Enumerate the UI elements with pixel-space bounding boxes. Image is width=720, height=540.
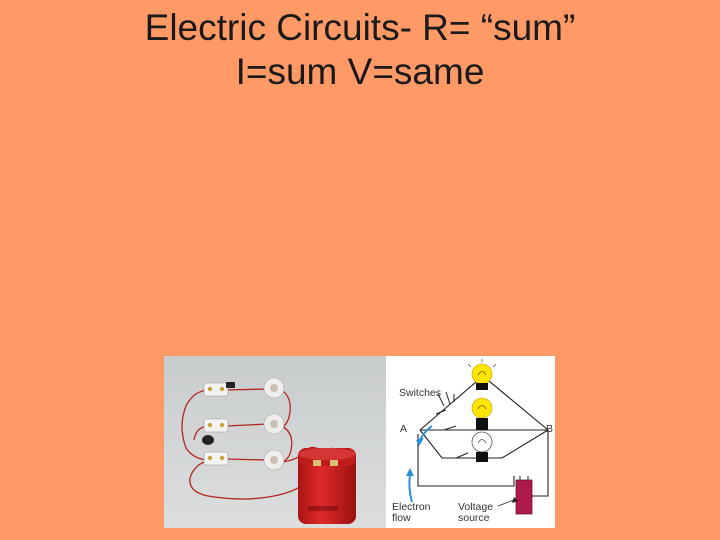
label-voltage-source-line2: source (458, 512, 490, 524)
circuit-photo (164, 356, 386, 528)
label-voltage-source-line1: Voltage (458, 501, 494, 513)
label-switches: Switches (399, 387, 442, 399)
schematic-bulb-bottom (471, 431, 493, 462)
photo-bulb-sockets (263, 377, 285, 471)
label-electron-flow-line2: flow (392, 512, 411, 524)
electron-arrowhead-a (416, 438, 424, 446)
photo-battery (298, 448, 356, 524)
title-line-2: I=sum V=same (235, 51, 485, 92)
circuit-schematic (406, 359, 549, 515)
circuit-figure: Switches A B Electron flow Voltage sourc… (164, 356, 555, 528)
label-electron-flow: Electron flow (392, 502, 431, 524)
title-line-1: Electric Circuits- R= “sum” (144, 7, 576, 48)
schematic-bulb-middle (471, 397, 493, 430)
label-node-a: A (400, 423, 408, 435)
voltage-source-pointer (497, 499, 515, 507)
label-voltage-source: Voltage source (458, 502, 493, 524)
schematic-bulb-top (467, 359, 497, 390)
slide-title: Electric Circuits- R= “sum” I=sum V=same (0, 6, 720, 94)
photo-switches (202, 382, 235, 466)
schematic-switches (435, 391, 469, 459)
label-electron-flow-line1: Electron (392, 501, 431, 513)
electron-flow-arrows (408, 425, 433, 503)
label-node-b: B (546, 423, 554, 435)
electron-arrowhead-b (406, 468, 414, 476)
voltage-source-icon (515, 479, 533, 515)
